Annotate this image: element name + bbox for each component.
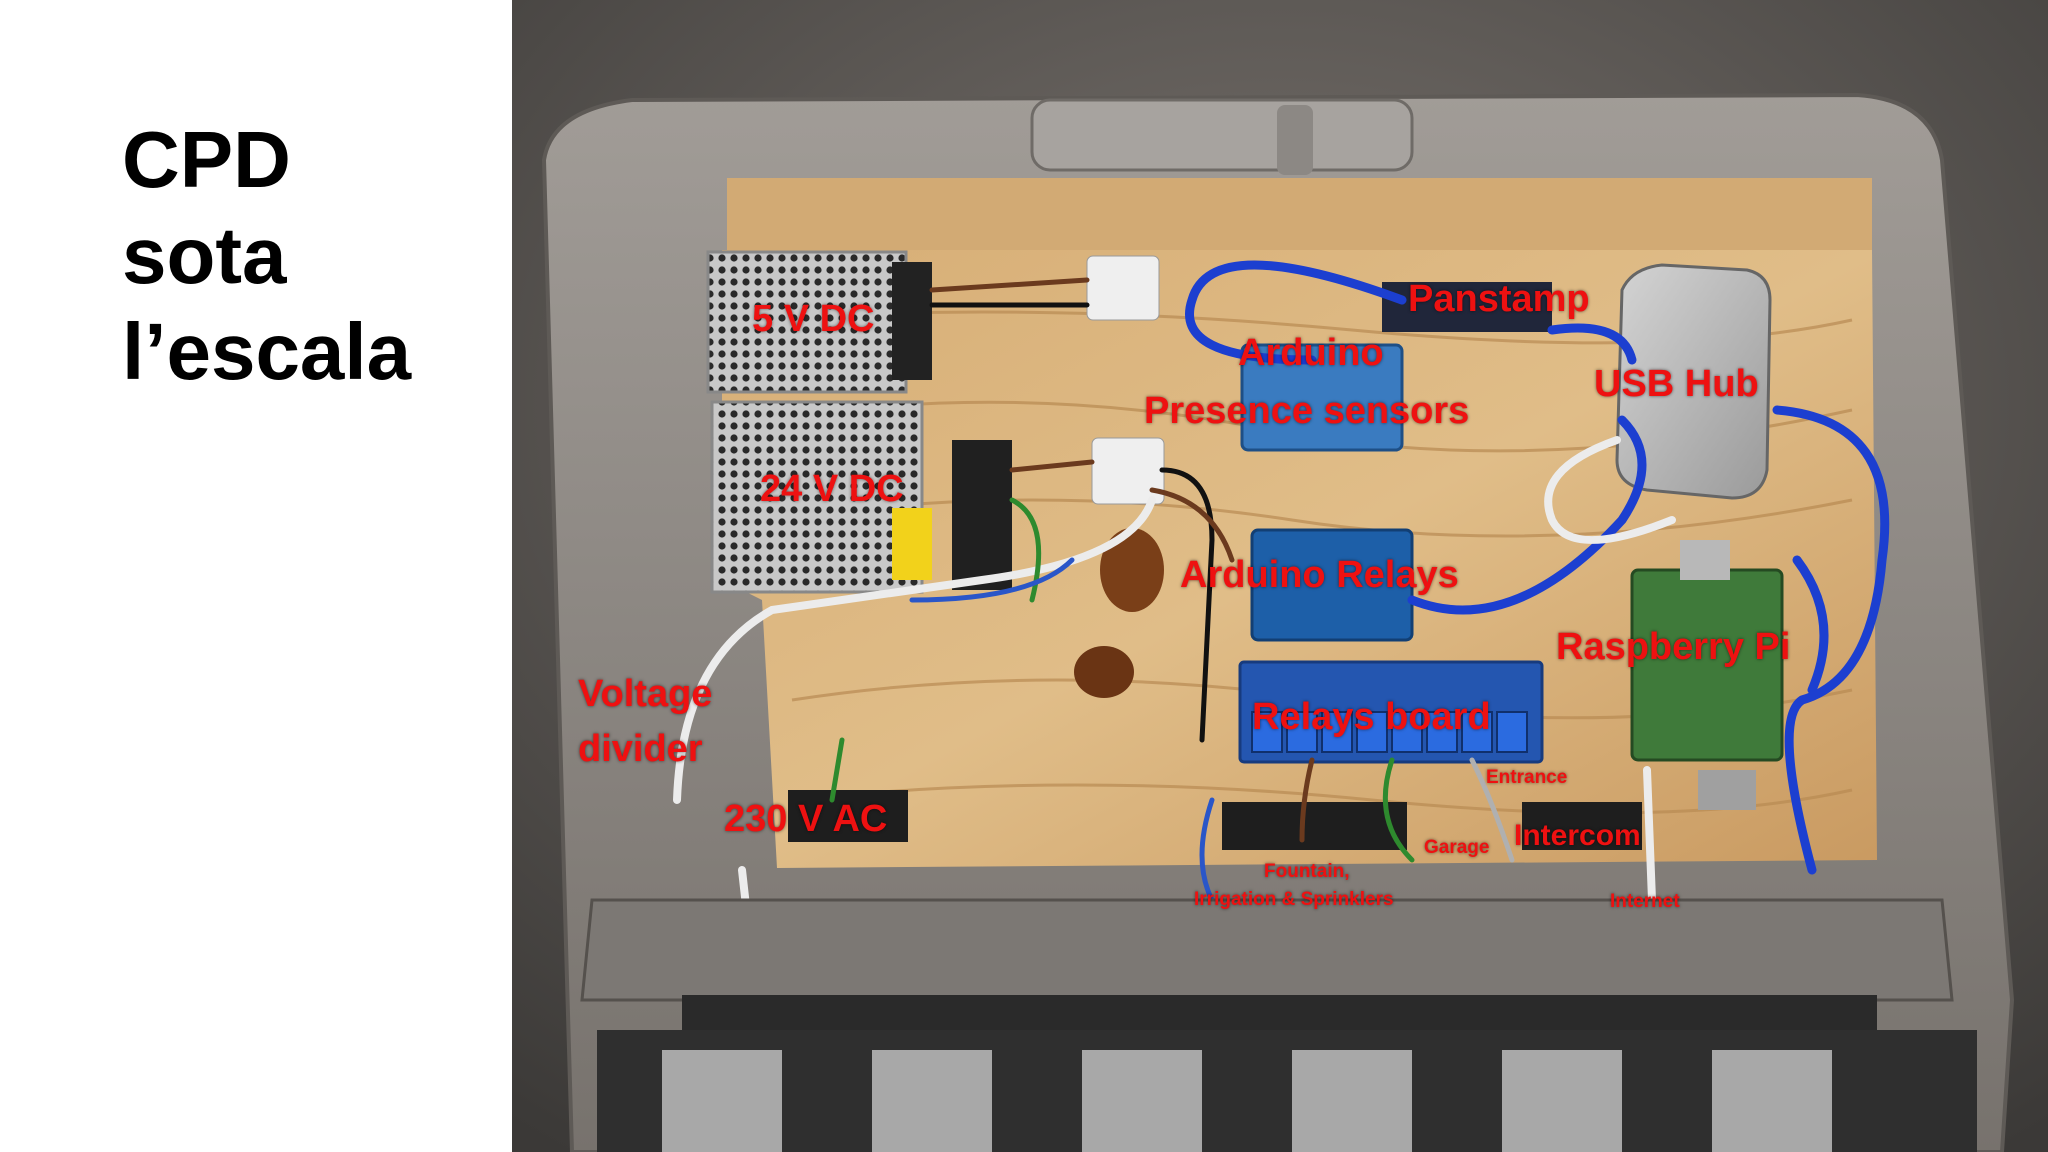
label-divider: divider xyxy=(578,728,703,770)
arduino-presence-board xyxy=(1240,343,1404,452)
wood-knot xyxy=(1074,646,1134,698)
label-internet: Internet xyxy=(1610,891,1680,912)
label-irrigation-sprinklers: Irrigation & Sprinklers xyxy=(1194,889,1394,910)
enclosure-illustration xyxy=(512,0,2048,1152)
label-arduino: Arduino xyxy=(1238,332,1384,374)
label-garage: Garage xyxy=(1424,837,1490,858)
panstamp-board xyxy=(1382,282,1552,332)
label-arduino-relays: Arduino Relays xyxy=(1180,554,1459,596)
enclosure-photo: 5 V DC 24 V DC Panstamp Arduino Presence… xyxy=(512,0,2048,1152)
enclosure-front-lip xyxy=(580,898,1954,1002)
terminal-strip-irrigation xyxy=(1222,802,1407,850)
slide-title-line-2: sota xyxy=(122,211,287,300)
psu-24v-terminal xyxy=(952,440,1012,590)
arduino-relays-board xyxy=(1250,528,1414,642)
raspberry-pi-port xyxy=(1698,770,1756,810)
label-raspberry-pi: Raspberry Pi xyxy=(1556,626,1791,668)
terminal-strip-intercom xyxy=(1522,802,1642,850)
usb-hub xyxy=(1615,263,1772,500)
lid-tabs xyxy=(662,1050,1832,1152)
label-fountain: Fountain, xyxy=(1264,861,1350,882)
label-5v-dc: 5 V DC xyxy=(752,298,875,340)
label-panstamp: Panstamp xyxy=(1408,278,1590,320)
cables-other xyxy=(829,277,1515,903)
wood-knot xyxy=(1100,528,1164,612)
terminal-block xyxy=(1086,255,1160,321)
label-24v-dc: 24 V DC xyxy=(760,468,904,510)
label-usb-hub: USB Hub xyxy=(1594,363,1759,405)
psu-24v-caution-sticker xyxy=(892,508,932,580)
label-voltage: Voltage xyxy=(578,673,713,715)
label-presence-sensors: Presence sensors xyxy=(1144,390,1470,432)
label-230v-ac: 230 V AC xyxy=(724,798,888,840)
label-entrance: Entrance xyxy=(1486,767,1568,788)
label-relays-board: Relays board xyxy=(1252,696,1491,738)
enclosure-latch xyxy=(1277,105,1313,175)
terminal-block xyxy=(1091,437,1165,505)
psu-5v xyxy=(706,250,908,394)
psu-24v xyxy=(710,400,924,594)
slide-title-line-1: CPD xyxy=(122,115,291,204)
relay-cubes xyxy=(1251,711,1528,753)
label-intercom: Intercom xyxy=(1514,819,1641,852)
slide-title: CPD sota l’escala xyxy=(122,112,502,400)
slide-title-line-3: l’escala xyxy=(122,307,412,396)
enclosure-clip xyxy=(1030,98,1414,172)
psu-5v-terminal xyxy=(892,262,932,380)
hinge-bar xyxy=(682,995,1877,1033)
terminal-strip-ac xyxy=(788,790,908,842)
raspberry-pi-port xyxy=(1680,540,1730,580)
